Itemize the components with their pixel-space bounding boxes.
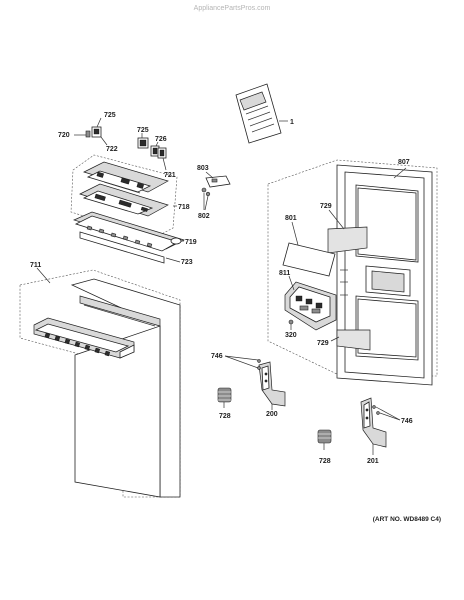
callout-729a: 729 [320,203,332,210]
callout-711: 711 [30,262,41,269]
leader-711 [36,267,51,284]
control-board-721 [83,161,169,194]
callout-729b: 729 [317,340,329,347]
inner-door-panel-807 [336,164,433,386]
bracket-803 [201,171,231,211]
callout-719: 719 [185,239,197,246]
insulation-upper-729 [327,209,368,254]
callout-725a: 725 [104,112,116,119]
callout-721: 721 [164,172,176,179]
callout-746b: 746 [401,418,413,425]
callout-807: 807 [398,159,410,166]
callout-746a: 746 [211,353,223,360]
callout-722: 722 [106,146,118,153]
callout-811: 811 [279,270,290,277]
hinge-200 [224,355,286,410]
button-strip-719 [170,237,184,245]
door-handle-trim [33,317,135,359]
callout-728b: 728 [319,458,331,465]
callout-802: 802 [198,213,210,220]
inner-door-group-outline [267,159,438,377]
callout-1: 1 [290,119,294,126]
hinge-201 [360,397,401,455]
hinge-spring-728-right [317,429,332,450]
cover-sheet-801 [282,221,336,277]
screw-320 [288,319,294,330]
callout-718: 718 [178,204,190,211]
control-board-group-outline [70,154,178,239]
callout-803: 803 [197,165,209,172]
button-strip-723 [73,211,185,264]
control-board-718 [79,183,177,217]
callout-725b: 725 [137,127,149,134]
callout-726: 726 [155,136,167,143]
watermark-text: AppliancePartsPros.com [194,5,271,12]
insulation-lower-729 [330,329,371,351]
callout-801: 801 [285,215,297,222]
art-number-label: (ART NO. WD8489 C4) [373,516,441,523]
callout-723: 723 [181,259,193,266]
door-panel-711 [70,278,181,498]
callout-320: 320 [285,332,297,339]
callout-728a: 728 [219,413,231,420]
manual-booklet [235,83,288,144]
callout-200: 200 [266,411,278,418]
control-module-811 [284,275,337,331]
hinge-spring-728-left [217,387,232,408]
callout-201: 201 [367,458,379,465]
small-switch-parts [74,117,167,171]
callout-720: 720 [58,132,70,139]
